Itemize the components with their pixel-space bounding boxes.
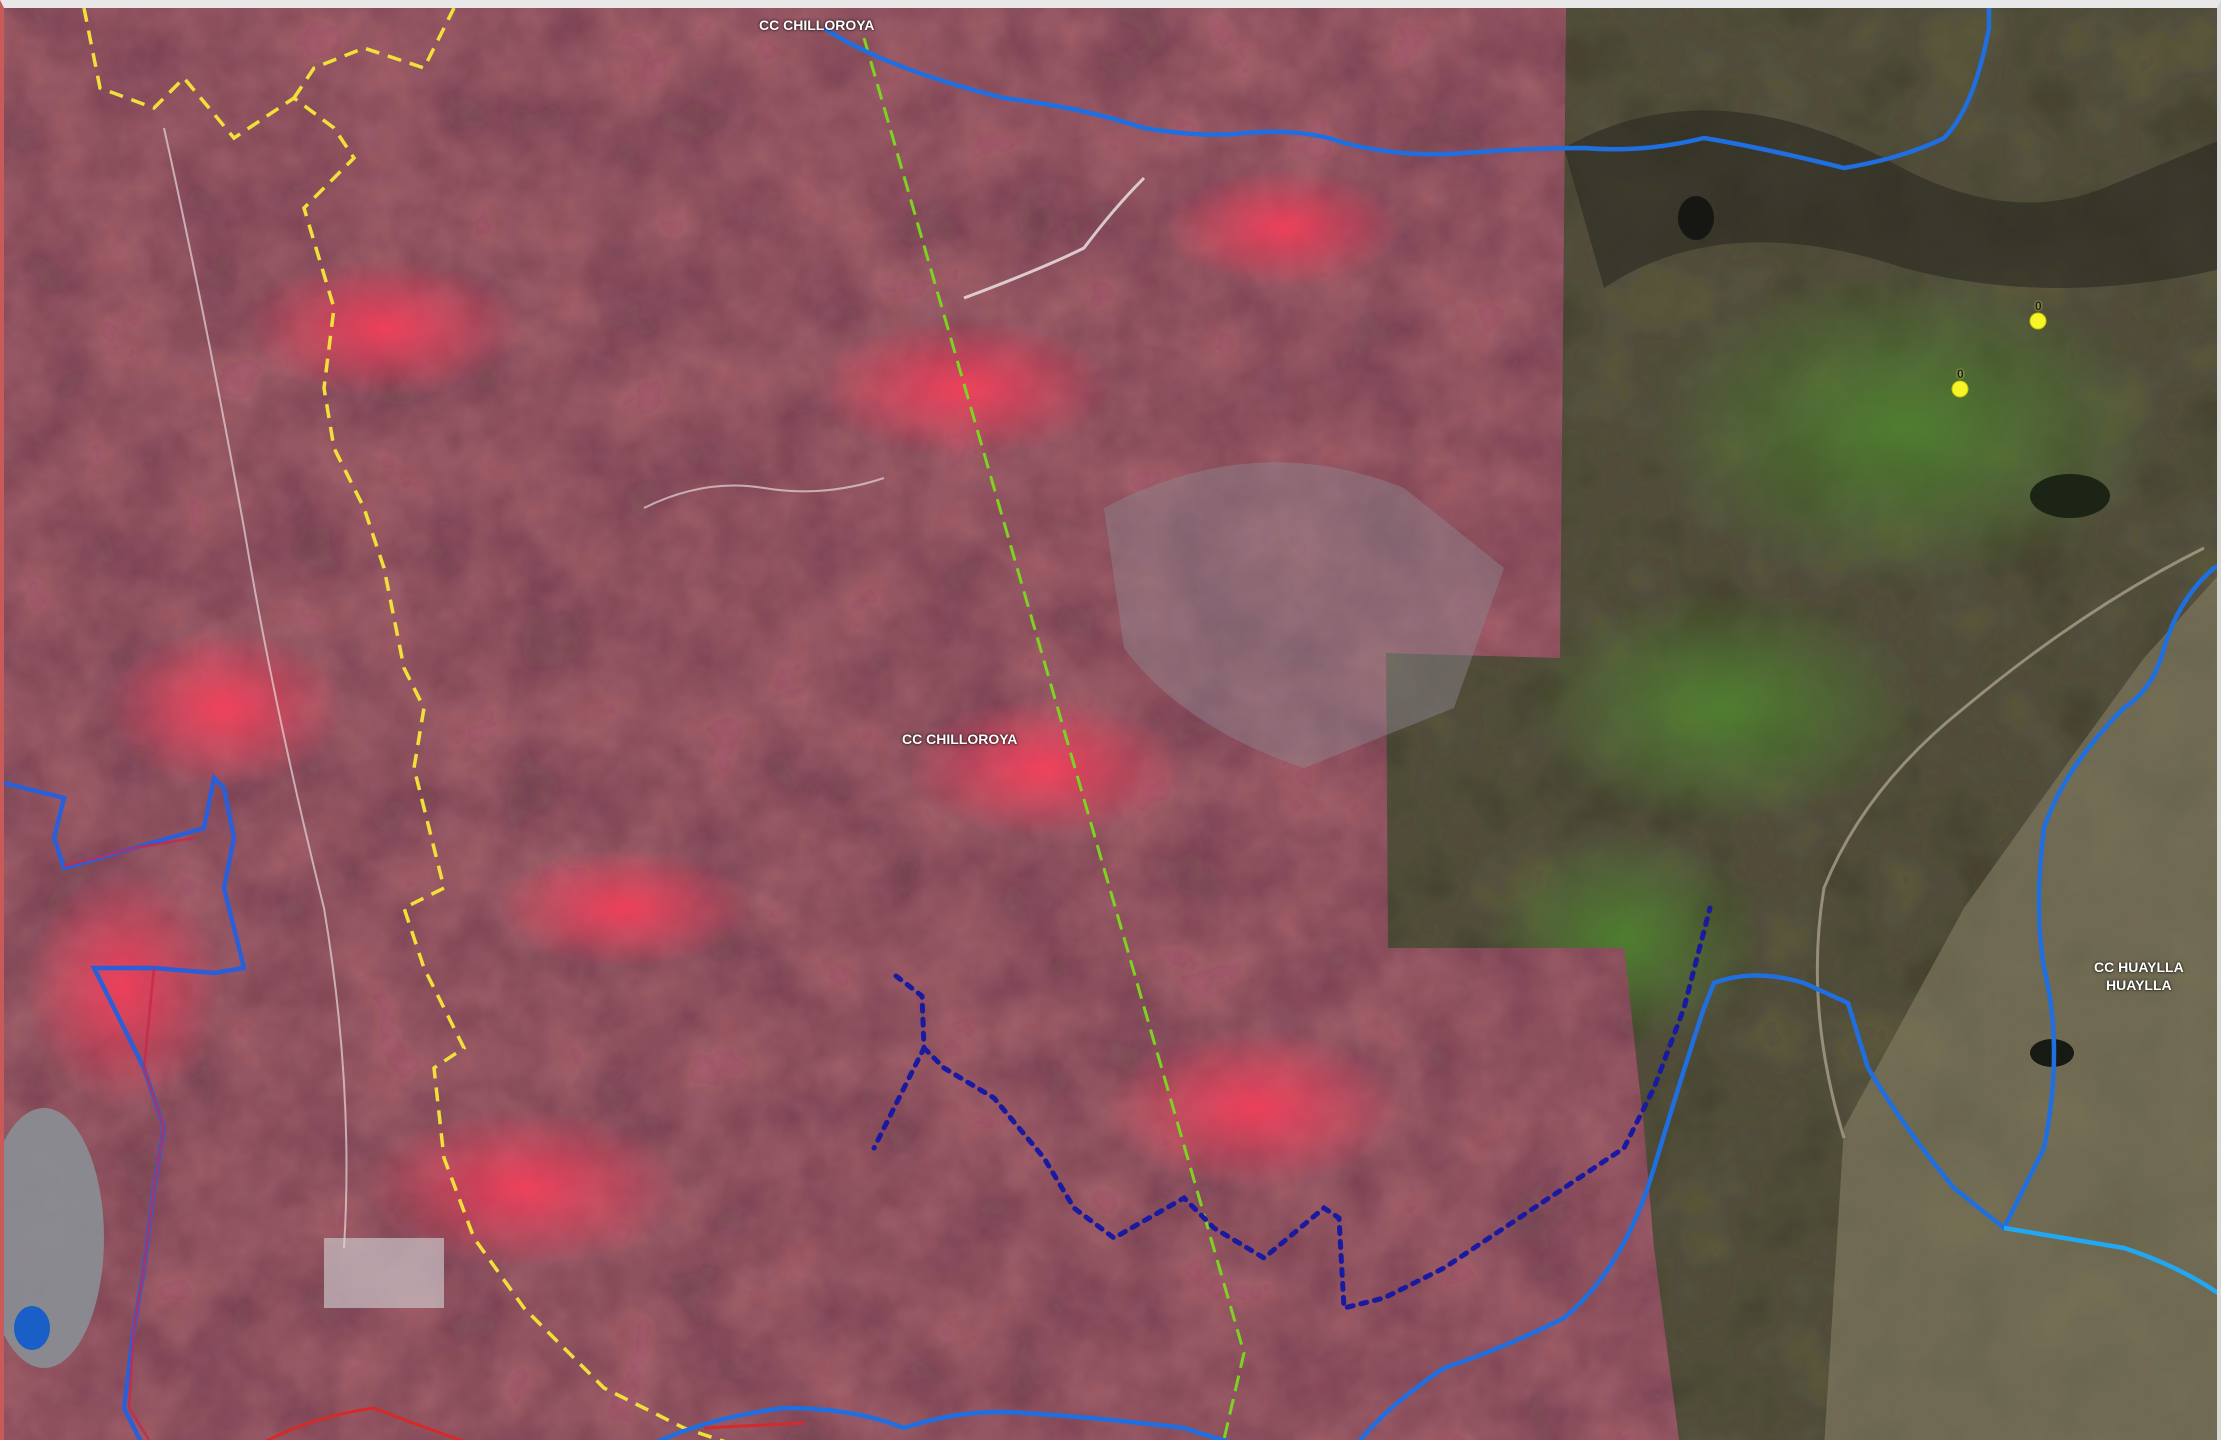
road: [643, 477, 885, 509]
community-label-east-line1: CC HUAYLLA: [2094, 959, 2184, 975]
boundary-blue-south: [1357, 1167, 1657, 1440]
point-marker-label: 0: [1957, 367, 1964, 381]
vegetation-red: [494, 848, 754, 968]
boundary-red-south: [265, 1406, 805, 1440]
town-area: [324, 1238, 444, 1308]
boundary-light-blue: [2003, 1225, 2217, 1296]
boundary-navy-dotted: [871, 905, 1713, 1312]
boundary-yellow-dashed: [82, 8, 726, 1440]
map-canvas[interactable]: [4, 8, 2221, 1440]
vegetation-red: [244, 258, 524, 398]
vegetation-red: [104, 628, 344, 788]
vegetation-red: [1164, 168, 1404, 288]
point-marker[interactable]: [2029, 312, 2047, 330]
vegetation-patch: [1644, 268, 2164, 588]
road: [963, 176, 1146, 300]
ridge-dark: [1564, 110, 2217, 288]
boundary-blue-south-west: [655, 1405, 1232, 1440]
vegetation-red: [904, 698, 1184, 838]
valley-light-slope: [1824, 576, 2217, 1440]
point-marker-label: 0: [2035, 299, 2042, 313]
vegetation-red: [1104, 1028, 1404, 1188]
boundary-yellow-dashed-north: [292, 8, 456, 99]
mine-pond: [14, 1306, 50, 1350]
vegetation-red: [364, 1108, 684, 1268]
boundary-green-dashed: [862, 37, 1246, 1440]
point-marker[interactable]: [1951, 380, 1969, 398]
road: [1815, 546, 2205, 1139]
vegetation-patch: [1524, 588, 1924, 828]
lake: [1678, 196, 1714, 240]
community-label-top: CC CHILLOROYA: [759, 17, 875, 33]
vegetation-red: [24, 868, 224, 1108]
boundary-blue-east: [1651, 564, 2217, 1232]
community-label-east-line2: HUAYLLA: [2106, 977, 2172, 993]
boundary-blue-north: [822, 8, 1992, 171]
mine-pit: [4, 1108, 104, 1368]
community-label-center: CC CHILLOROYA: [902, 731, 1018, 747]
ridge-gray: [1104, 462, 1504, 768]
road: [163, 127, 348, 1249]
boundary-red-west: [63, 836, 195, 1440]
community-label-east: CC HUAYLLA HUAYLLA: [2094, 958, 2184, 994]
lake: [2030, 474, 2110, 518]
